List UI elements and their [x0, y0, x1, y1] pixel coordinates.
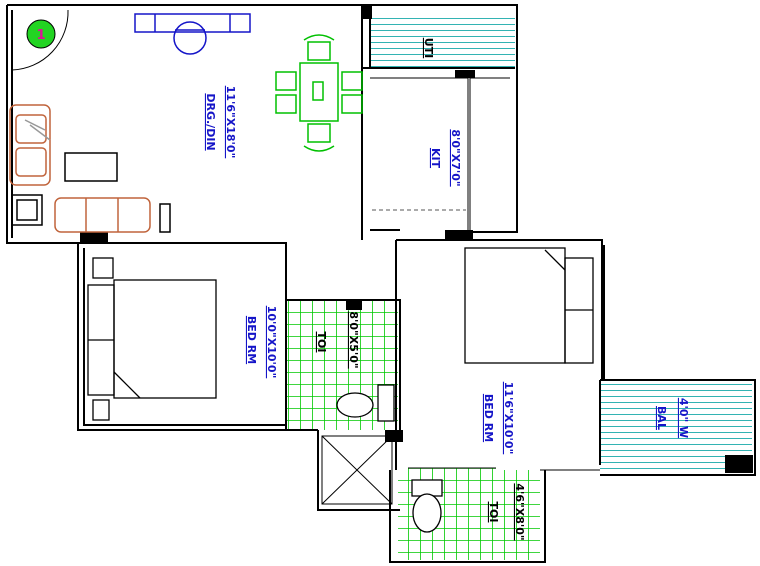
kitchen-size: 8'0"X7'0": [449, 129, 462, 186]
unit-badge-label: 1: [36, 28, 45, 43]
bed-2: [464, 247, 594, 364]
wc-1: [336, 384, 395, 422]
kitchen-name: KIT: [429, 148, 442, 169]
utility-name: UTI: [422, 38, 435, 59]
toilet-2-name: TOI: [487, 502, 500, 523]
toilet-1-name: TOI: [315, 332, 328, 353]
columns: [80, 5, 753, 473]
dining-table: [275, 34, 363, 152]
toilet-1-size: 8'0"X5'0": [347, 311, 360, 368]
drawing-dining-size: 11'6"X18'0": [224, 86, 237, 159]
bed-1: [87, 257, 217, 421]
desk: [134, 13, 251, 55]
tv-unit: [11, 152, 171, 233]
balcony-size: 4'0" W: [677, 398, 690, 438]
bedroom-2-size: 11'6"X10'0": [502, 382, 515, 455]
utility-hatch: [371, 14, 515, 68]
walls: [6, 4, 756, 563]
entrance-door[interactable]: [11, 9, 69, 71]
sofa-set: [9, 104, 151, 233]
balcony-name: BAL: [655, 406, 668, 430]
unit-badge: [26, 19, 56, 49]
drawing-dining-name: DRG./DIN: [204, 93, 217, 150]
toilet-2-size: 4'6"X8'0": [513, 483, 526, 540]
wc-2: [411, 479, 443, 533]
bedroom-1-name: BED RM: [245, 316, 258, 364]
toilet-2-tiles-upper: [408, 468, 496, 478]
bedroom-1-size: 10'0"X10'0": [265, 306, 278, 379]
bedroom-2-name: BED RM: [482, 394, 495, 442]
